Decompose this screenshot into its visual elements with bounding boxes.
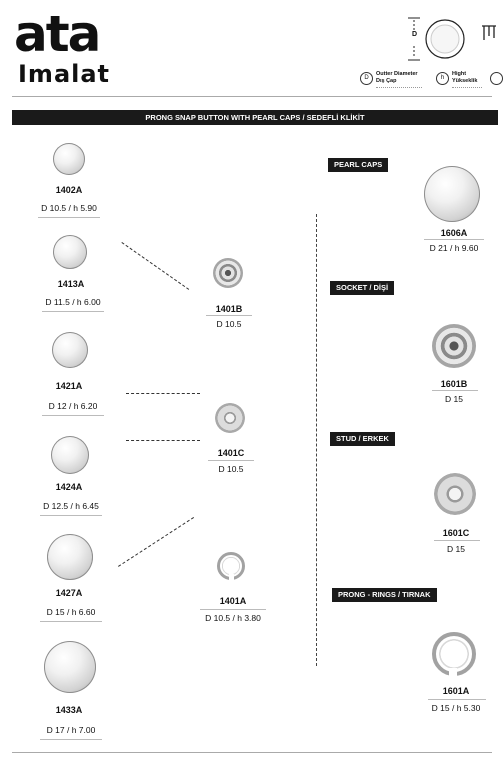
divider xyxy=(40,621,102,622)
product-code: 1433A xyxy=(55,705,83,715)
pearl-cap-1427a-image xyxy=(47,534,93,580)
product-code: 1421A xyxy=(55,381,83,391)
divider xyxy=(428,699,486,700)
product-code: 1601B xyxy=(440,379,468,389)
pearl-cap-1424a-image xyxy=(51,436,89,474)
product-code: 1401C xyxy=(217,448,245,458)
product-dimensions: D 10.5 / h 3.80 xyxy=(205,613,261,623)
product-code: 1427A xyxy=(55,588,83,598)
divider xyxy=(434,540,480,541)
pearl-cap-1402a-image xyxy=(53,143,85,175)
button-diagram-icon xyxy=(408,17,496,61)
product-code: 1413A xyxy=(57,279,85,289)
product-dimensions: D 10.5 / h 5.90 xyxy=(41,203,97,213)
section-label-socket: SOCKET / DİŞİ xyxy=(330,281,395,295)
ring-gap xyxy=(449,668,457,677)
page-title: PRONG SNAP BUTTON WITH PEARL CAPS / SEDE… xyxy=(12,110,498,125)
divider xyxy=(40,739,102,740)
outer-diameter-symbol: D xyxy=(360,72,373,85)
product-dimensions: D 12.5 / h 6.45 xyxy=(43,501,99,511)
section-label-pearl-caps: PEARL CAPS xyxy=(328,158,389,172)
pearl-cap-1433a-image xyxy=(44,641,96,693)
divider xyxy=(38,217,100,218)
column-divider xyxy=(316,214,317,666)
section-label-prong: PRONG - RINGS / TIRNAK xyxy=(332,588,437,602)
divider xyxy=(42,311,104,312)
outer-diameter-label-tr: Dış Çap xyxy=(376,78,397,84)
product-code: 1601A xyxy=(442,686,470,696)
product-dimensions: D 10.5 xyxy=(218,464,244,474)
product-dimensions: D 15 xyxy=(445,394,463,404)
stud-1601c-image xyxy=(434,473,476,515)
product-dimensions: D 10.5 xyxy=(216,319,242,329)
height-label-tr: Yükseklik xyxy=(452,78,478,84)
height-label-en: Hight xyxy=(452,71,467,77)
pearl-cap-1421a-image xyxy=(52,332,88,368)
connector-line xyxy=(126,440,200,441)
product-dimensions: D 15 / h 5.30 xyxy=(431,703,481,713)
stud-1401c-image xyxy=(215,403,245,433)
connector-line xyxy=(126,393,200,394)
product-dimensions: D 21 / h 9.60 xyxy=(429,243,479,253)
pearl-cap-1413a-image xyxy=(53,235,87,269)
divider xyxy=(206,315,252,316)
product-dimensions: D 11.5 / h 6.00 xyxy=(45,297,101,307)
header-divider xyxy=(12,96,492,97)
product-code: 1606A xyxy=(440,228,468,238)
product-code: 1401A xyxy=(219,596,247,606)
divider xyxy=(424,239,484,240)
product-dimensions: D 17 / h 7.00 xyxy=(46,725,96,735)
divider xyxy=(200,609,266,610)
brand-logo: ata xyxy=(14,5,101,63)
outer-diameter-label-en: Outter Diameter xyxy=(376,71,418,77)
diameter-diagram xyxy=(398,14,504,64)
product-code: 1401B xyxy=(215,304,243,314)
socket-1601b-image xyxy=(432,324,476,368)
section-label-stud: STUD / ERKEK xyxy=(330,432,395,446)
divider xyxy=(42,415,104,416)
pearl-cap-1606a-image xyxy=(424,166,480,222)
legend-height: h Hight Yükseklik xyxy=(436,70,496,90)
diagram-d-marker: D xyxy=(412,31,418,38)
brand-subtitle: Imalat xyxy=(18,60,111,88)
product-dimensions: D 15 xyxy=(447,544,465,554)
product-code: 1424A xyxy=(55,482,83,492)
legend-outer-diameter: D Outter Diameter Dış Çap xyxy=(360,70,430,90)
socket-1401b-image xyxy=(213,258,243,288)
product-dimensions: D 15 / h 6.60 xyxy=(46,607,96,617)
connector-line xyxy=(118,516,195,567)
product-code: 1402A xyxy=(55,185,83,195)
footer-divider xyxy=(12,752,492,753)
height-symbol: h xyxy=(436,72,449,85)
product-code: 1601C xyxy=(442,528,470,538)
divider xyxy=(432,390,478,391)
ring-gap xyxy=(229,574,234,580)
divider xyxy=(208,460,254,461)
product-dimensions: D 12 / h 6.20 xyxy=(48,401,98,411)
divider xyxy=(40,515,102,516)
connector-line xyxy=(121,242,190,290)
legend-extra-symbol xyxy=(490,72,503,85)
